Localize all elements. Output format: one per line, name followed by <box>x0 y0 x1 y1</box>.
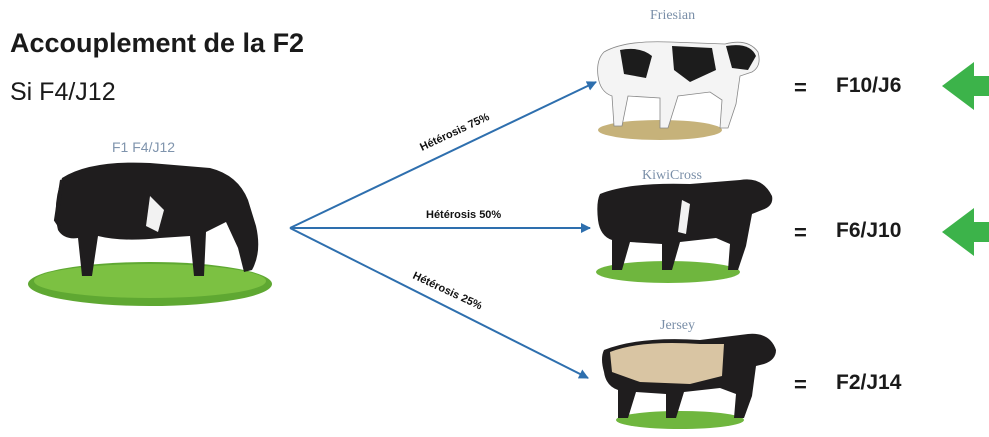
jersey-bull-image <box>602 334 776 429</box>
highlight-arrow-top <box>942 62 989 110</box>
female-cow-image <box>28 163 272 306</box>
bull-label-kiwicross: KiwiCross <box>642 168 702 184</box>
bull-label-friesian: Friesian <box>650 8 695 24</box>
result-friesian: F10/J6 <box>836 74 901 98</box>
heterosis-label-friesian: Hétérosis 75% <box>418 111 491 154</box>
equals-sign-2: = <box>794 220 807 246</box>
bull-label-jersey: Jersey <box>660 318 695 334</box>
result-jersey: F2/J14 <box>836 371 901 395</box>
friesian-bull-image <box>598 42 760 140</box>
highlight-arrow-middle <box>942 208 989 256</box>
equals-sign-3: = <box>794 372 807 398</box>
arrow-jersey <box>290 228 588 378</box>
arrows <box>290 82 596 378</box>
heterosis-label-kiwicross: Hétérosis 50% <box>426 209 501 221</box>
equals-sign-1: = <box>794 75 807 101</box>
result-kiwicross: F6/J10 <box>836 219 901 243</box>
kiwicross-bull-image <box>596 179 772 283</box>
arrow-friesian <box>290 82 596 228</box>
